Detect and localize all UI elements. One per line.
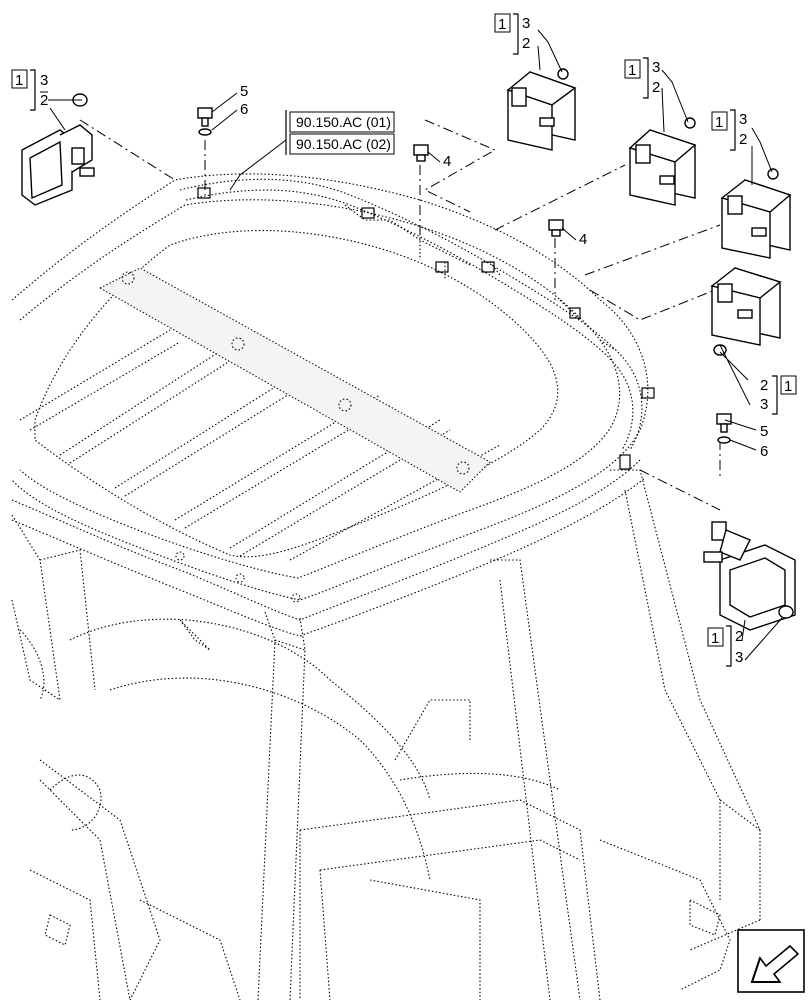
assembly-box xyxy=(780,375,797,395)
work-lamp-rear-lower xyxy=(703,521,796,631)
work-lamp-front-left xyxy=(21,124,95,206)
callout-6-right: 6 xyxy=(760,443,768,460)
callout-6-top: 6 xyxy=(240,101,248,118)
callout-1-e: 1 xyxy=(784,378,792,395)
work-lamp-roof-mid xyxy=(628,129,697,206)
callout-1-d: 1 xyxy=(715,114,723,131)
callout-1-f: 1 xyxy=(711,630,719,647)
callout-2-c: 2 xyxy=(652,79,660,96)
assembly-box xyxy=(624,59,641,79)
callout-labels: 1 3 2 1 3 2 1 3 2 1 3 2 2 3 1 1 2 3 5 xyxy=(11,13,797,667)
callout-3-d: 3 xyxy=(739,111,747,128)
work-lamp-rear-upper xyxy=(710,267,782,346)
ref-90-150-ac-02: 90.150.AC (02) xyxy=(296,136,391,152)
callout-3-e: 3 xyxy=(760,396,768,413)
callout-3-f: 3 xyxy=(735,649,743,666)
ref-box-01 xyxy=(289,111,395,133)
work-lamp-roof-right xyxy=(720,179,792,259)
leader-lines xyxy=(40,29,783,661)
callout-5-right: 5 xyxy=(760,423,768,440)
reference-boxes: 90.150.AC (01) 90.150.AC (02) xyxy=(285,110,395,155)
cab-roof-frame xyxy=(11,173,649,637)
callout-4-b: 4 xyxy=(579,231,587,248)
callout-4-a: 4 xyxy=(443,153,451,170)
callout-2-d: 2 xyxy=(739,131,747,148)
callout-3-b: 3 xyxy=(522,15,530,32)
callout-1-b: 1 xyxy=(498,16,506,33)
work-lamp-front-center xyxy=(506,71,577,151)
callout-3-c: 3 xyxy=(652,59,660,76)
callout-2-e: 2 xyxy=(760,377,768,394)
ref-box-02 xyxy=(289,133,395,155)
callout-1-a: 1 xyxy=(15,72,23,89)
arrow-next-page-icon[interactable] xyxy=(737,929,805,993)
callout-5-top: 5 xyxy=(240,83,248,100)
callout-2-f: 2 xyxy=(735,628,743,645)
assembly-box xyxy=(711,111,728,131)
wiring-harness xyxy=(179,178,655,470)
callout-2-a: 2 xyxy=(40,92,48,109)
callout-2-b: 2 xyxy=(522,35,530,52)
cab-body-structure xyxy=(11,469,761,1000)
alignment-lines xyxy=(79,119,721,511)
assembly-box xyxy=(707,627,724,647)
ref-90-150-ac-01: 90.150.AC (01) xyxy=(296,114,391,130)
assembly-box xyxy=(11,69,28,89)
callout-3-a: 3 xyxy=(40,72,48,89)
assembly-box xyxy=(494,13,511,33)
callout-1-c: 1 xyxy=(628,62,636,79)
